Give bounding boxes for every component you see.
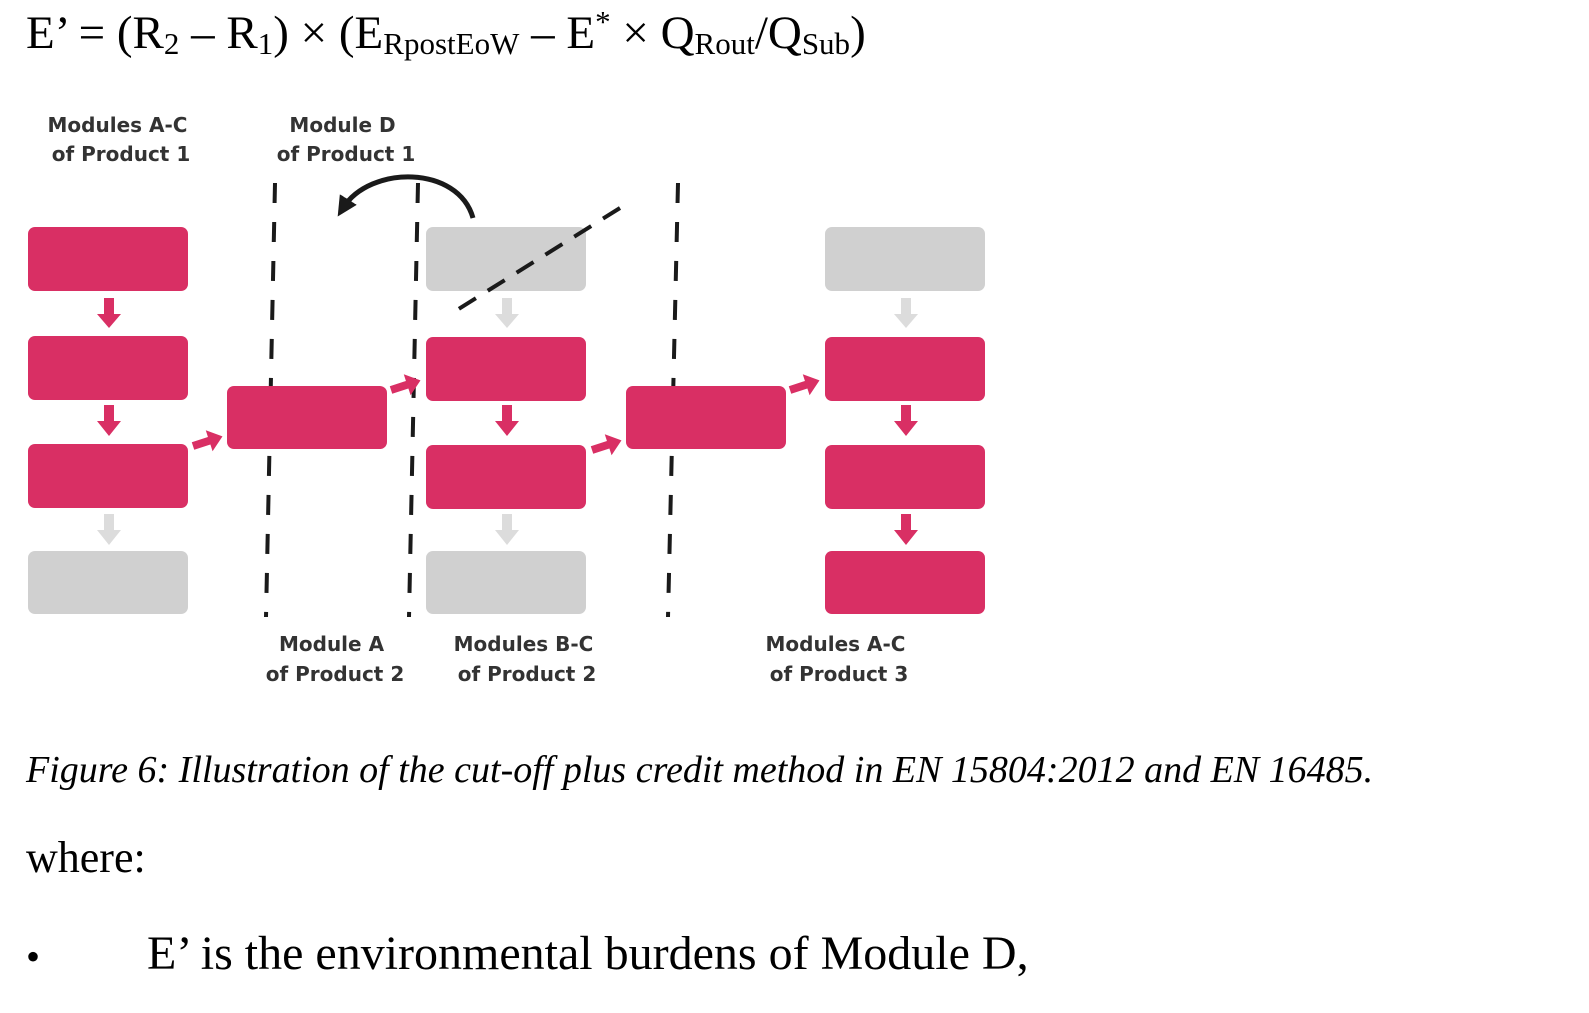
down-arrow-icon-inactive: [495, 298, 519, 328]
right-arrow-icon: [191, 430, 223, 452]
product2-box-4-inactive: [426, 551, 586, 614]
product3-box-4: [825, 551, 985, 614]
label-modules-bc-product2: Modules B-C of Product 2: [454, 632, 601, 686]
product1-box-4-inactive: [28, 551, 188, 614]
bullet-text: E’ is the environmental burdens of Modul…: [147, 927, 1029, 980]
formula-minus-e: – E: [519, 7, 596, 59]
formula-minus-r: – R: [179, 7, 258, 59]
down-arrow-icon: [894, 405, 918, 436]
product2-box-2: [426, 337, 586, 401]
down-arrow-icon-inactive: [97, 514, 121, 545]
formula-r1-subscript: 1: [257, 26, 274, 61]
formula-q-sub-subscript: Sub: [801, 26, 851, 61]
product3-box-3: [825, 445, 985, 509]
right-arrow-icon: [788, 374, 820, 396]
product1-box-1: [28, 227, 188, 291]
formula: E’ = (R2 – R1) × (ERpostEoW – E* × QRout…: [26, 6, 866, 61]
where-heading: where:: [26, 833, 146, 882]
label-module-d-product1: Module D of Product 1: [277, 113, 416, 166]
label-modules-ac-product3: Modules A-C of Product 3: [766, 632, 913, 686]
right-arrow-icon: [389, 374, 421, 396]
down-arrow-icon-inactive: [495, 514, 519, 545]
formula-close: ): [850, 7, 866, 59]
down-arrow-icon: [97, 298, 121, 328]
down-arrow-icon: [97, 405, 121, 436]
divider-line-3: [666, 182, 680, 618]
label-modules-ac-product1: Modules A-C of Product 1: [48, 113, 195, 166]
divider-line-2: [407, 182, 420, 618]
formula-times-e: ) × (E: [273, 7, 384, 59]
formula-lhs: E’ = (R: [26, 7, 164, 59]
product3-box-1-inactive: [825, 227, 985, 291]
product2-box-1-inactive: [426, 227, 586, 291]
bullet-icon: •: [26, 934, 41, 979]
product1-box-2: [28, 336, 188, 400]
down-arrow-icon: [495, 405, 519, 436]
formula-e-subscript: RpostEoW: [383, 26, 520, 61]
formula-slash-q: /Q: [754, 7, 802, 59]
down-arrow-icon: [894, 514, 918, 545]
formula-q-rout-subscript: Rout: [694, 26, 755, 61]
down-arrow-icon-inactive: [894, 298, 918, 328]
label-module-a-product2: Module A of Product 2: [266, 632, 405, 686]
divider-line-1: [264, 182, 277, 618]
right-arrow-icon: [590, 434, 622, 456]
figure-caption: Figure 6: Illustration of the cut-off pl…: [26, 749, 1374, 791]
product2-box-3: [426, 445, 586, 509]
formula-e-superscript: *: [595, 4, 611, 39]
product3-box-2: [825, 337, 985, 401]
product2-module-a-box: [227, 386, 387, 449]
formula-r2-subscript: 2: [163, 26, 180, 61]
product1-box-3: [28, 444, 188, 508]
formula-times-q: × Q: [610, 7, 695, 59]
module-d-curved-arrow: [337, 174, 476, 219]
product3-module-a-box: [626, 386, 786, 449]
cutoff-credit-diagram: Modules A-C of Product 1 Module D of Pro…: [28, 113, 985, 686]
